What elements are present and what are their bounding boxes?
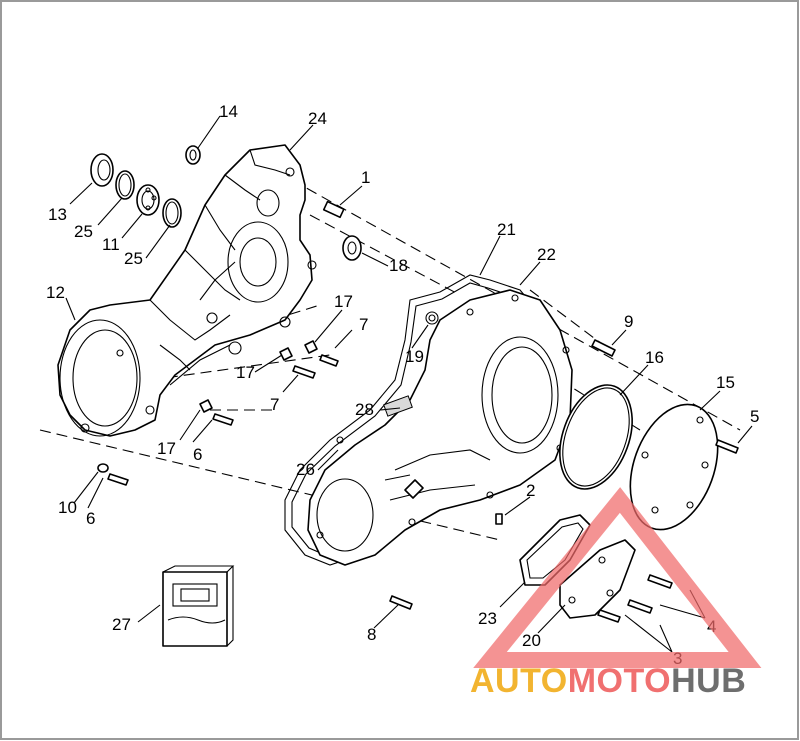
leader-lines (65, 115, 753, 653)
callout-17-low: 17 (157, 439, 176, 458)
callout-14: 14 (219, 102, 238, 121)
callout-15: 15 (716, 373, 735, 392)
derby-cover-group (559, 339, 739, 531)
callout-19: 19 (405, 347, 424, 366)
callout-5: 5 (750, 407, 759, 426)
callout-24: 24 (308, 109, 327, 128)
callout-27: 27 (112, 615, 131, 634)
callout-25-upper: 25 (74, 222, 93, 241)
callout-9: 9 (624, 312, 633, 331)
inner-cover-fasteners (97, 340, 339, 486)
gasket-kit-box (162, 565, 235, 647)
callout-16: 16 (645, 348, 664, 367)
callout-23: 23 (478, 609, 497, 628)
callout-17-top: 17 (334, 292, 353, 311)
callout-20: 20 (522, 631, 541, 650)
automotohub-watermark: AUTOMOTOHUB (470, 487, 762, 700)
callout-18: 18 (389, 256, 408, 275)
callout-8: 8 (367, 625, 376, 644)
watermark-part-moto: MOTO (568, 662, 671, 700)
callout-21: 21 (497, 220, 516, 239)
callout-1: 1 (361, 168, 370, 187)
callout-22: 22 (537, 245, 556, 264)
callout-17-mid: 17 (236, 363, 255, 382)
inspection-cover-group (389, 513, 673, 623)
callout-6-upper: 6 (193, 445, 202, 464)
callout-6-lower: 6 (86, 509, 95, 528)
callout-26: 26 (296, 460, 315, 479)
callout-10: 10 (58, 498, 77, 517)
watermark-part-auto: AUTO (470, 662, 568, 700)
callout-13: 13 (48, 205, 67, 224)
inner-primary-cover (57, 144, 317, 437)
callout-7-lower: 7 (270, 395, 279, 414)
watermark-part-hub: HUB (671, 662, 746, 700)
callout-7-upper: 7 (359, 315, 368, 334)
callout-11: 11 (102, 235, 120, 254)
svg-text:AUTOMOTOHUB: AUTOMOTOHUB (470, 662, 746, 700)
callout-25-lower: 25 (124, 249, 143, 268)
watermark-triangle (473, 487, 762, 668)
callout-12: 12 (46, 283, 65, 302)
outer-primary-cover (307, 289, 573, 566)
callout-28: 28 (355, 400, 374, 419)
callout-2: 2 (526, 481, 535, 500)
bearing-stack (90, 145, 362, 261)
